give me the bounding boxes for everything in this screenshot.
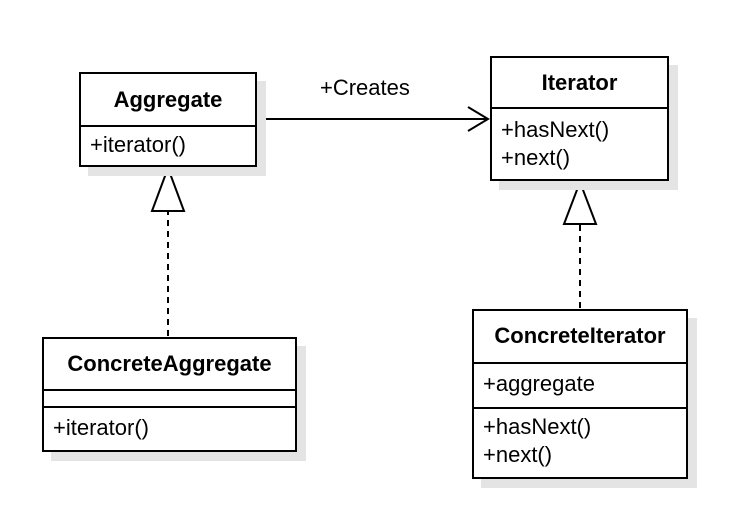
class-name: Iterator xyxy=(492,58,667,109)
class-aggregate[interactable]: Aggregate +iterator() xyxy=(79,72,257,167)
creates-arrow-head xyxy=(467,106,490,132)
methods-section: +iterator() xyxy=(81,127,255,159)
method: +iterator() xyxy=(53,415,149,440)
class-name: ConcreteIterator xyxy=(474,311,686,364)
class-concrete-aggregate[interactable]: ConcreteAggregate +iterator() xyxy=(42,337,297,452)
method: +iterator() xyxy=(90,132,186,157)
attributes-section xyxy=(44,391,295,408)
iterator-realization-triangle xyxy=(562,179,598,225)
method: +hasNext() xyxy=(483,414,592,439)
attribute: +aggregate xyxy=(483,371,595,396)
methods-section: +iterator() xyxy=(44,408,295,442)
class-name: ConcreteAggregate xyxy=(44,339,295,391)
method: +hasNext() xyxy=(501,117,610,142)
class-name: Aggregate xyxy=(81,74,255,127)
attributes-section: +aggregate xyxy=(474,364,686,409)
aggregate-realization-triangle xyxy=(150,165,186,212)
class-iterator[interactable]: Iterator +hasNext() +next() xyxy=(490,56,669,181)
class-concrete-iterator[interactable]: ConcreteIterator +aggregate +hasNext() +… xyxy=(472,309,688,479)
methods-section: +hasNext() +next() xyxy=(474,409,686,469)
methods-section: +hasNext() +next() xyxy=(492,109,667,172)
method: +next() xyxy=(501,145,571,170)
method: +next() xyxy=(483,442,553,467)
creates-label: +Creates xyxy=(320,75,410,100)
